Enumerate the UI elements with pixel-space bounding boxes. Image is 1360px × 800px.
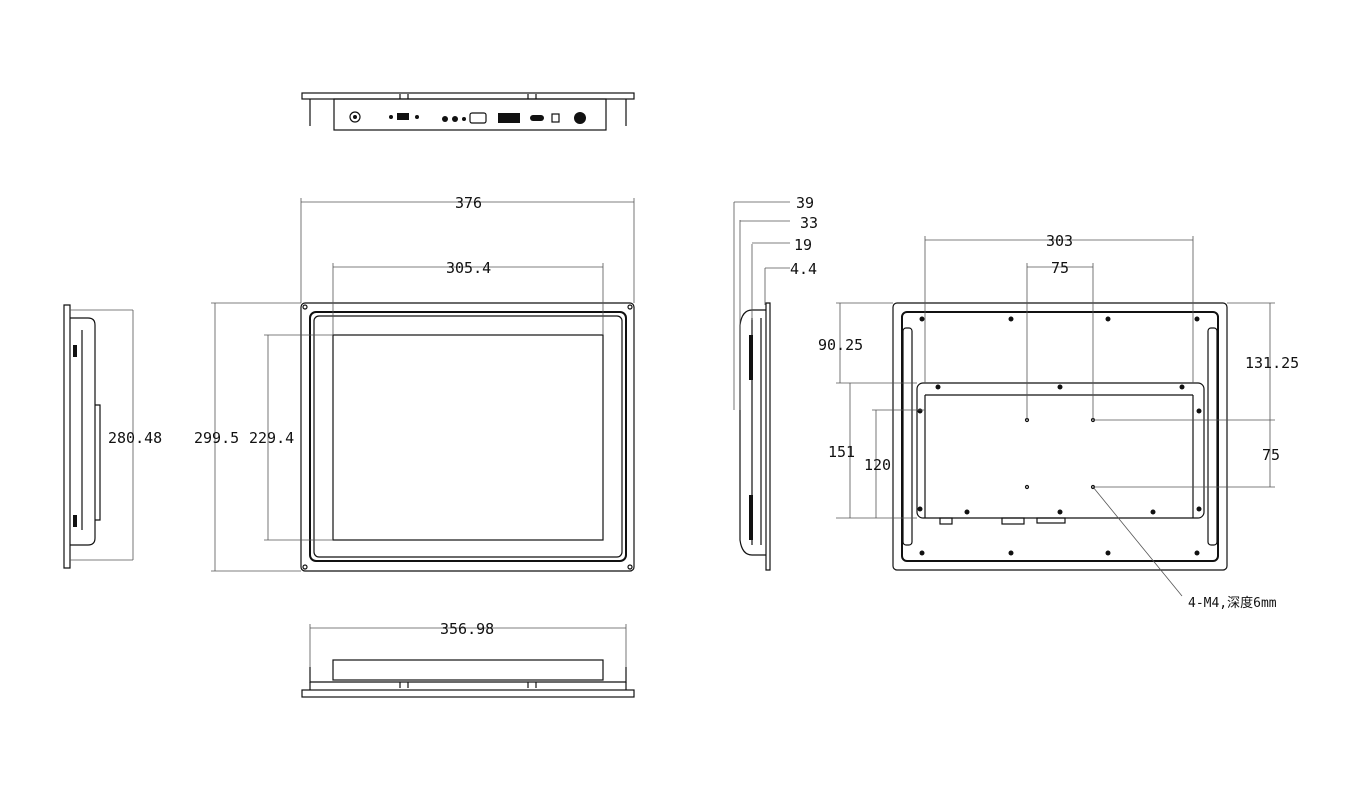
- dim-rear-top-offset: 90.25: [818, 336, 863, 354]
- right-side-view: 39 33 19 4.4: [733, 194, 818, 571]
- dim-depth-total: 39: [796, 194, 814, 212]
- dim-rear-151: 151: [828, 443, 855, 461]
- dim-height-overall: 299.5: [194, 429, 239, 447]
- dim-bottom-width: 356.98: [440, 620, 494, 638]
- top-view: [301, 92, 635, 131]
- bottom-view: 356.98: [301, 620, 635, 698]
- screw-holes: [917, 316, 1202, 556]
- dim-rear-right-offset: 131.25: [1245, 354, 1299, 372]
- dim-side-height: 280.48: [108, 429, 162, 447]
- dim-width-overall: 376: [455, 194, 482, 212]
- front-view: 376 305.4 299.5 229.4: [194, 194, 635, 572]
- dim-rear-width: 303: [1046, 232, 1073, 250]
- vesa-holes: [1024, 417, 1096, 490]
- dim-depth-33: 33: [800, 214, 818, 232]
- callout-mount-holes: 4-M4,深度6mm: [1188, 595, 1277, 611]
- dim-vesa-v: 75: [1262, 446, 1280, 464]
- dim-vesa-h: 75: [1051, 259, 1069, 277]
- dim-display-width: 305.4: [446, 259, 491, 277]
- rear-view: 303 75 90.25 151 120 131.25 75 4-M4,深度6m…: [818, 232, 1299, 611]
- dim-rear-120: 120: [864, 456, 891, 474]
- dim-depth-19: 19: [794, 236, 812, 254]
- left-side-view: 280.48: [63, 304, 162, 569]
- dim-depth-bezel: 4.4: [790, 260, 817, 278]
- dim-display-height: 229.4: [249, 429, 294, 447]
